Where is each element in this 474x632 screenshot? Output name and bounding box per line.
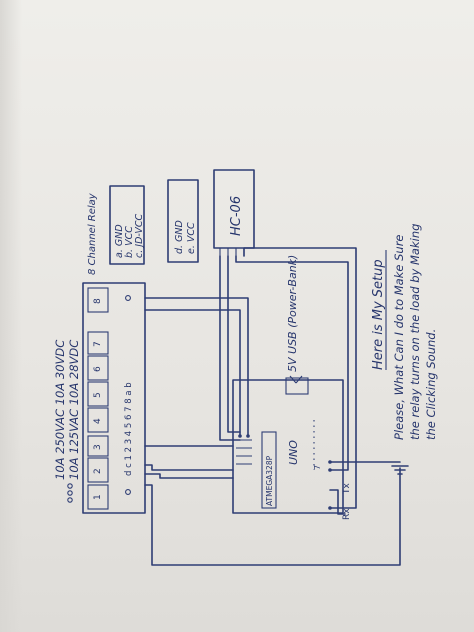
wire	[144, 297, 249, 437]
legend-vcc: b. VCC	[124, 226, 135, 258]
arduino-tx-label: Tx	[342, 483, 352, 495]
relay-channel-numbers: 1 2 3 4 5 6 7 8	[93, 298, 103, 500]
question-line-3: the Clicking Sound.	[424, 329, 438, 440]
legend-jd-vcc: c. JD-VCC	[134, 213, 145, 258]
relay-input-pins: d c 1 2 3 4 5 6 7 8 a b	[124, 382, 134, 476]
relay-channel-number: 3	[93, 444, 103, 450]
relay-screw-terminals	[67, 295, 131, 503]
question-line-2: the relay turns on the load by Making	[408, 224, 422, 440]
legend-hc-vcc: e. VCC	[186, 222, 197, 254]
relay-pin-legend-box	[109, 185, 145, 265]
relay-channel-box	[87, 331, 109, 355]
wire	[329, 489, 346, 515]
usb-port	[285, 377, 309, 395]
wire	[144, 464, 234, 471]
ground-symbol	[391, 465, 409, 475]
relay-channel-box	[87, 381, 109, 407]
relay-channel-box	[87, 435, 109, 457]
relay-rating-line2: 10A 125VAC 10A 28VDC	[67, 340, 81, 480]
relay-channel-boxes	[87, 287, 109, 510]
legend-hc-gnd: d. GND	[174, 220, 185, 254]
uno-label: UNO	[287, 440, 300, 465]
relay-channel-box	[87, 484, 109, 510]
wire	[144, 309, 241, 437]
wire	[236, 439, 252, 465]
relay-channel-number: 2	[93, 468, 103, 474]
relay-module	[82, 282, 146, 514]
relay-channel-number: 6	[93, 366, 103, 372]
relay-channel-box	[87, 287, 109, 313]
wire	[144, 467, 401, 566]
wires	[144, 247, 401, 566]
wire	[144, 473, 234, 479]
relay-channel-number: 5	[93, 392, 103, 398]
junction-dots	[238, 434, 332, 510]
relay-channel-box	[87, 457, 109, 483]
arduino-pin7-label: 7	[313, 465, 322, 470]
relay-rating-line1: 10A 250VAC 10A 30VDC	[53, 340, 67, 480]
hc06-module	[213, 169, 255, 249]
arduino-rx-label: Rx	[342, 508, 352, 520]
hc-pin-legend-box	[167, 179, 199, 263]
relay-channel-box	[87, 355, 109, 381]
relay-channel-number: 4	[93, 418, 103, 424]
relay-channel-number: 1	[93, 494, 103, 500]
relay-channel-box	[87, 407, 109, 433]
question-line-1: Please, What Can I do to Make Sure	[392, 234, 406, 440]
wire	[243, 247, 357, 509]
atmega-chip	[261, 431, 277, 509]
usb-power-label: 5V USB (Power-Bank)	[286, 255, 299, 372]
relay-title: 8 Channel Relay	[87, 192, 98, 275]
relay-channel-number: 8	[93, 298, 103, 304]
setup-note: Here is My Setup	[371, 259, 386, 370]
hc06-label: HC-06	[229, 196, 244, 236]
usb-arrow	[289, 375, 303, 384]
wire	[235, 255, 349, 471]
hc06-pins	[219, 248, 245, 256]
relay-channel-number: 7	[93, 341, 103, 347]
wire	[227, 255, 241, 433]
wire	[219, 255, 241, 441]
legend-gnd: a. GND	[114, 224, 125, 258]
atmega-label: ATMEGA328P	[265, 455, 274, 506]
